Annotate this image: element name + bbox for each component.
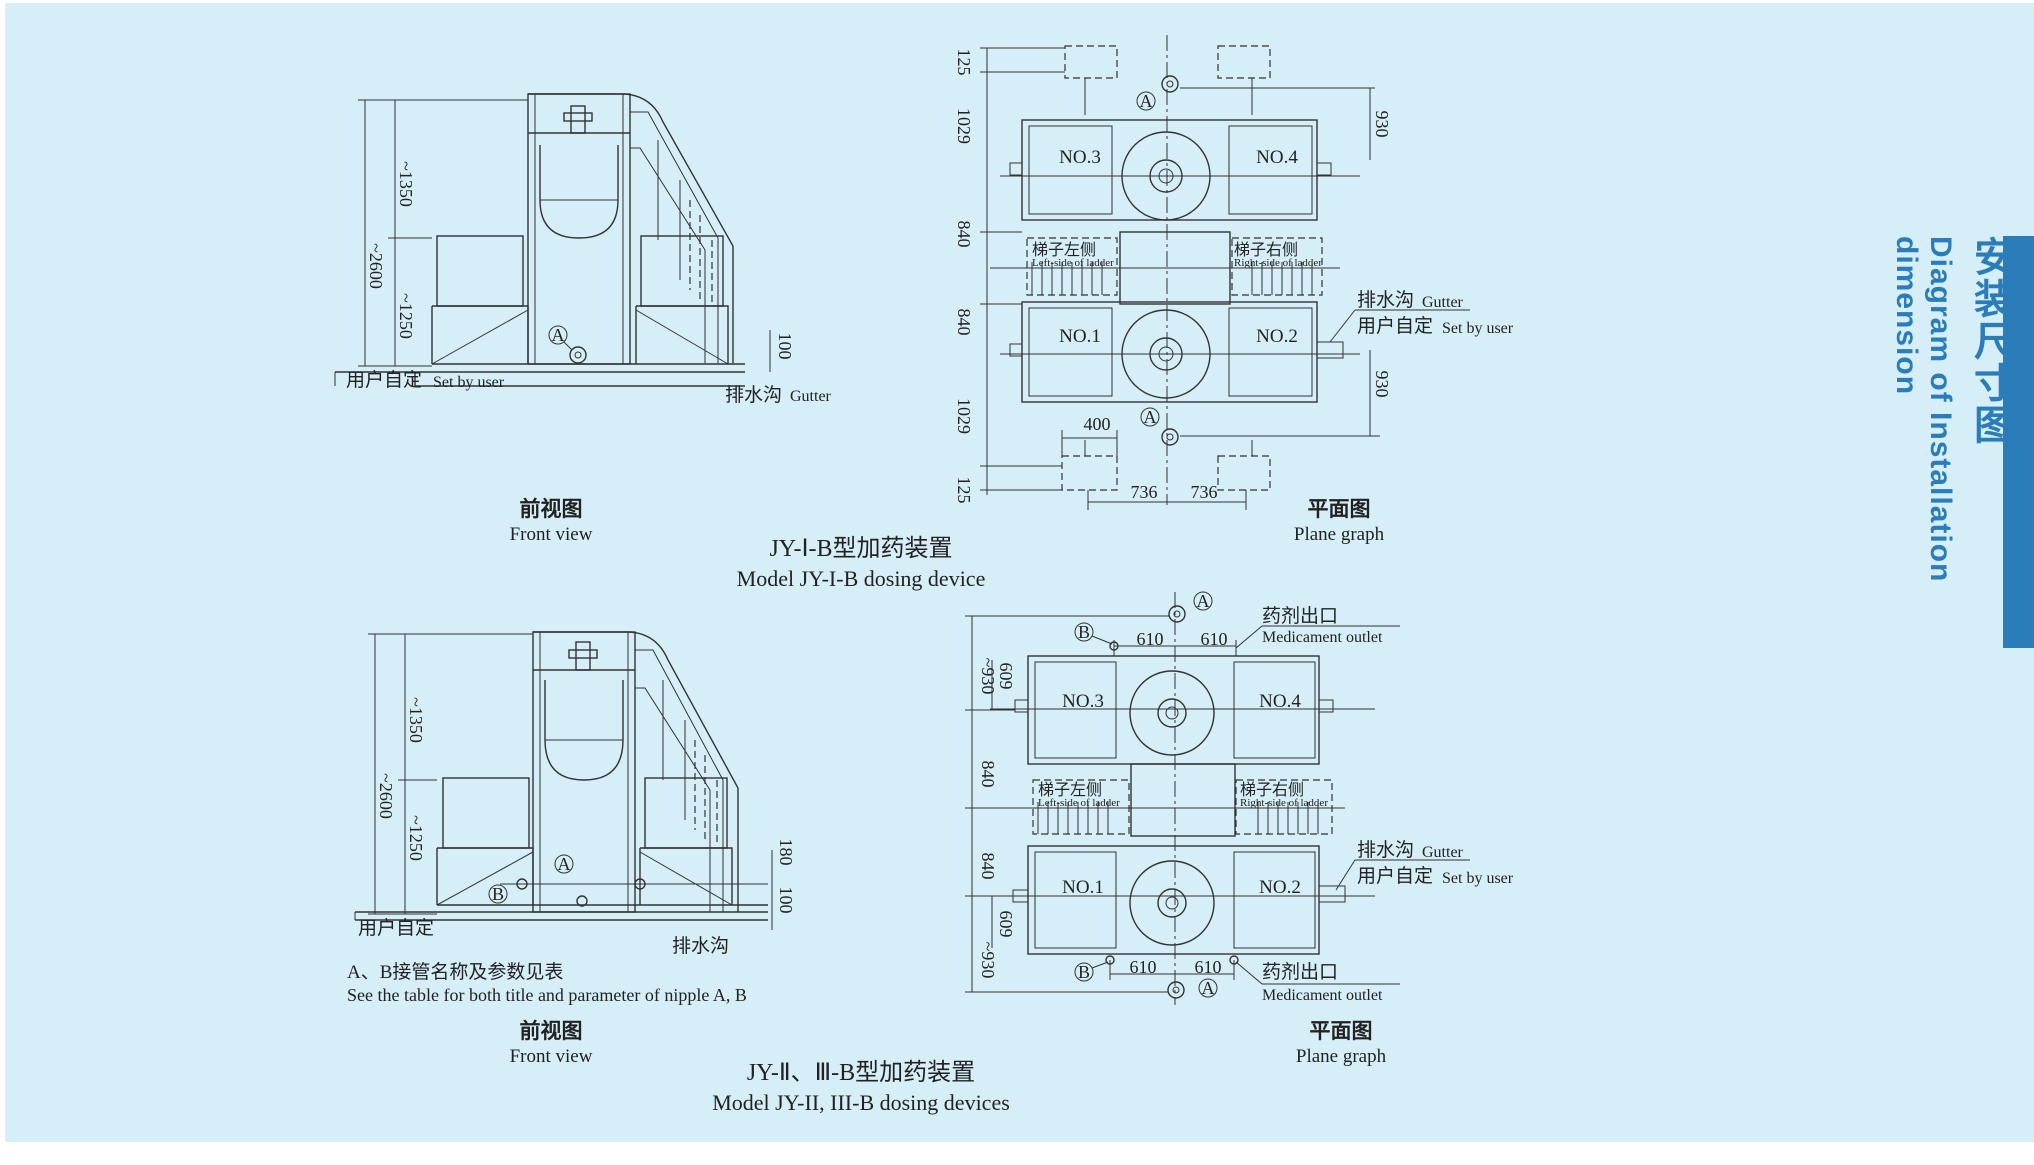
jy2-dim-609-bottom: 609 — [996, 911, 1016, 938]
jy1-ladder-left-en: Left-side of ladder — [1032, 257, 1114, 269]
jy2-plane-view: A B 610 610 药剂出口 Medicament outlet — [965, 591, 1514, 1067]
jy1-front-marker-a: A — [552, 325, 565, 345]
jy2-dim-930-bottom: ~930 — [978, 942, 998, 979]
sidebar-accent-tab — [2003, 236, 2034, 648]
jy2-plane-marker-b-top: B — [1078, 622, 1090, 642]
jy1-dim-1029-bottom: 1029 — [954, 398, 974, 434]
jy1-plane-view: A NO.3 NO.4 — [954, 35, 1514, 545]
jy1-dim-736-left: 736 — [1131, 482, 1158, 502]
jy2-front-marker-b: B — [492, 884, 504, 904]
jy2-plane-label-gutter-en: Gutter — [1422, 844, 1464, 861]
sidebar-title-en: Diagram of Installation dimension — [1890, 236, 1957, 583]
jy1-front-caption-cn: 前视图 — [520, 497, 583, 521]
jy2-tank-no4: NO.4 — [1259, 691, 1301, 712]
jy1-dim-1250: ~1250 — [396, 293, 416, 339]
jy2-front-caption-en: Front view — [510, 1046, 593, 1067]
jy1-ladder-left-cn: 梯子左侧 — [1032, 241, 1096, 259]
jy1-plane-label-user-en: Set by user — [1442, 320, 1514, 337]
jy2-outlet-bottom-en: Medicament outlet — [1262, 987, 1383, 1004]
jy2-front-marker-a: A — [558, 854, 571, 874]
jy1-dim-736-right: 736 — [1191, 482, 1218, 502]
jy1-dim-400: 400 — [1084, 414, 1111, 434]
jy2-dim-2600: ~2600 — [376, 773, 396, 819]
jy2-dim-840-lower: 840 — [978, 853, 998, 880]
jy2-plane-marker-a-top: A — [1197, 591, 1210, 611]
jy2-plane-marker-a-bottom: A — [1202, 978, 1215, 998]
jy2-ladder-right-cn: 梯子右侧 — [1240, 781, 1304, 799]
jy1-dim-930-top: 930 — [1372, 111, 1392, 138]
jy2-tank-no1: NO.1 — [1062, 877, 1104, 898]
sidebar-title-cn: 安装尺寸图 — [1967, 236, 2013, 446]
jy1-plane-label-gutter-cn: 排水沟 — [1357, 289, 1414, 311]
jy1-front-caption-en: Front view — [510, 524, 593, 545]
jy2-front-caption-cn: 前视图 — [520, 1019, 583, 1043]
jy1-dim-1350: ~1350 — [396, 161, 416, 207]
jy2-front-note-en: See the table for both title and paramet… — [347, 985, 747, 1005]
jy2-plane-label-user-en: Set by user — [1442, 870, 1514, 887]
jy1-dim-840-lower: 840 — [954, 309, 974, 336]
jy1-front-label-gutter-en: Gutter — [790, 388, 832, 405]
jy1-front-label-gutter-cn: 排水沟 — [725, 384, 782, 406]
jy1-dim-2600: ~2600 — [366, 243, 386, 289]
jy2-dim-610-tr: 610 — [1201, 629, 1228, 649]
drawing-panel — [5, 3, 2034, 1142]
jy1-dim-930-bottom: 930 — [1372, 371, 1392, 398]
jy1-front-view: A ~1350 ~2600 ~1250 100 用户自定 Set by user… — [334, 93, 832, 545]
jy1-tank-no2: NO.2 — [1256, 326, 1298, 347]
jy2-title-en: Model JY-II, III-B dosing devices — [712, 1090, 1010, 1115]
jy1-dim-125-bottom: 125 — [954, 477, 974, 504]
jy2-plane-label-user-cn: 用户自定 — [1357, 865, 1433, 887]
jy2-outlet-top-cn: 药剂出口 — [1262, 605, 1338, 627]
jy2-outlet-top-en: Medicament outlet — [1262, 629, 1383, 646]
jy2-dim-1250: ~1250 — [406, 815, 426, 861]
jy1-tank-no4: NO.4 — [1256, 147, 1298, 168]
jy1-plane-caption-en: Plane graph — [1294, 524, 1385, 545]
jy2-dim-1350: ~1350 — [406, 697, 426, 743]
jy2-front-view: A B ~1350 ~2600 ~1250 180 100 用户自定 排水沟 A… — [347, 631, 796, 1067]
jy1-dim-125-top: 125 — [954, 49, 974, 76]
jy2-plane-marker-b-bottom: B — [1078, 962, 1090, 982]
jy2-dim-100: 100 — [776, 887, 796, 914]
jy1-plane-marker-a-bottom: A — [1144, 407, 1157, 427]
jy1-title-cn: JY-Ⅰ-B型加药装置 — [769, 535, 952, 562]
jy1-dim-1029-top: 1029 — [954, 108, 974, 144]
jy2-tank-no3: NO.3 — [1062, 691, 1104, 712]
jy2-plane-caption-cn: 平面图 — [1310, 1019, 1373, 1043]
jy2-ladder-right-en: Right-side of ladder — [1240, 797, 1328, 809]
jy2-ladder-left-cn: 梯子左侧 — [1038, 781, 1102, 799]
jy2-tank-no2: NO.2 — [1259, 877, 1301, 898]
jy2-outlet-bottom-cn: 药剂出口 — [1262, 961, 1338, 983]
jy1-ladder-right-en: Right-side of ladder — [1234, 257, 1322, 269]
jy1-tank-no1: NO.1 — [1059, 326, 1101, 347]
jy1-front-label-user-cn: 用户自定 — [346, 369, 422, 391]
jy1-plane-caption-cn: 平面图 — [1308, 497, 1371, 521]
jy2-dim-610-br: 610 — [1195, 957, 1222, 977]
jy2-front-note-cn: A、B接管名称及参数见表 — [347, 961, 563, 983]
jy2-dim-180: 180 — [776, 839, 796, 866]
jy2-dim-610-tl: 610 — [1137, 629, 1164, 649]
jy1-plane-marker-a-top: A — [1140, 91, 1153, 111]
jy1-front-label-user-en: Set by user — [433, 374, 505, 391]
sidebar-title: 安装尺寸图 Diagram of Installation dimension — [1890, 236, 2013, 676]
jy1-plane-label-user-cn: 用户自定 — [1357, 315, 1433, 337]
jy1-tank-no3: NO.3 — [1059, 147, 1101, 168]
jy1-ladder-right-cn: 梯子右侧 — [1234, 241, 1298, 259]
jy1-plane-label-gutter-en: Gutter — [1422, 294, 1464, 311]
jy2-front-label-user-cn: 用户自定 — [358, 917, 434, 939]
jy2-dim-610-bl: 610 — [1130, 957, 1157, 977]
jy2-dim-840-upper: 840 — [978, 761, 998, 788]
jy2-title-cn: JY-Ⅱ、Ⅲ-B型加药装置 — [747, 1059, 975, 1086]
jy1-title-en: Model JY-I-B dosing device — [737, 566, 986, 591]
jy2-dim-609-top: 609 — [996, 663, 1016, 690]
jy2-plane-label-gutter-cn: 排水沟 — [1357, 839, 1414, 861]
jy1-dim-840-upper: 840 — [954, 221, 974, 248]
jy2-ladder-left-en: Left-side of ladder — [1038, 797, 1120, 809]
jy2-front-label-gutter-cn: 排水沟 — [672, 935, 729, 957]
jy2-dim-930-top: ~930 — [978, 658, 998, 695]
jy1-dim-100: 100 — [775, 333, 795, 360]
jy2-plane-caption-en: Plane graph — [1296, 1046, 1387, 1067]
